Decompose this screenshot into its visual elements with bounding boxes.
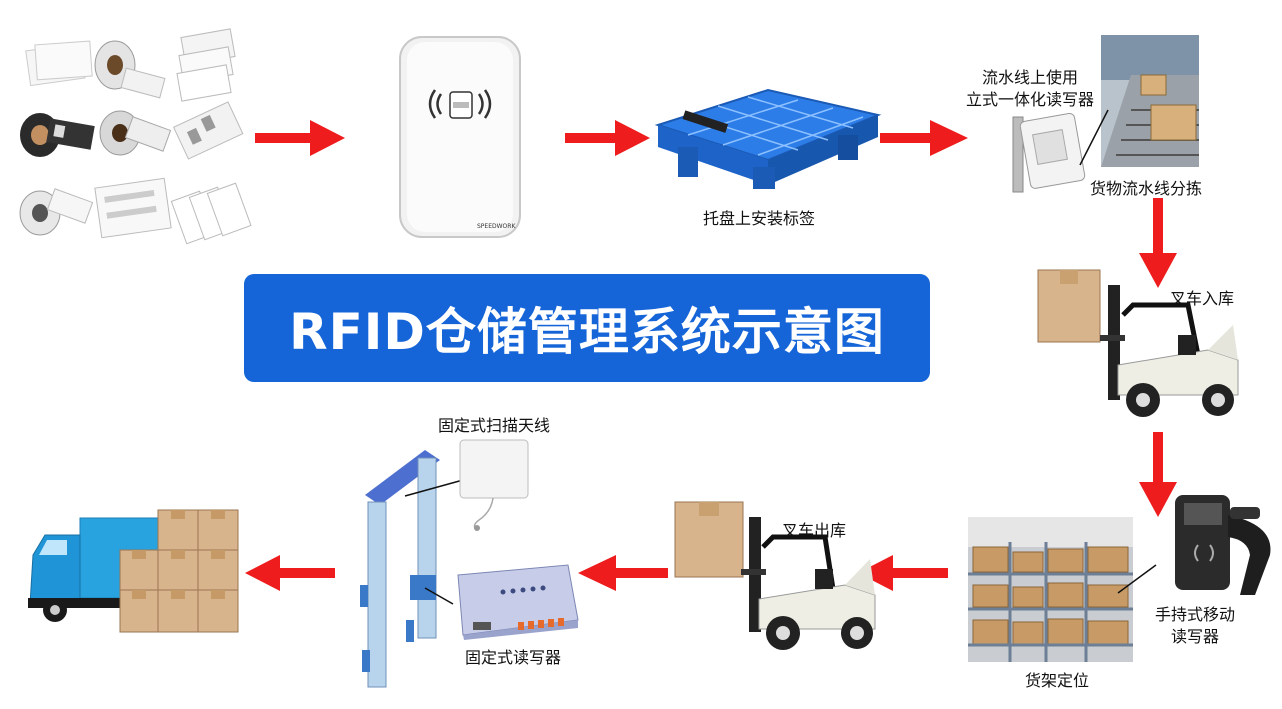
- line-reader-label-2: 立式一体化读写器: [955, 89, 1105, 111]
- line-reader-label-1: 流水线上使用: [955, 67, 1105, 89]
- conveyor-pointer-line: [1080, 110, 1110, 170]
- fixed-antenna-image: [458, 438, 533, 533]
- line-reader-label: 流水线上使用 立式一体化读写器: [955, 67, 1105, 111]
- tag-roll-dark: [20, 113, 95, 157]
- flow-arrow-right-3: [880, 118, 980, 158]
- tag-inlays: [95, 178, 171, 237]
- conveyor-photo: [1101, 35, 1199, 167]
- page-title: RFID仓储管理系统示意图: [289, 292, 885, 364]
- pallet-tag-label: 托盘上安装标签: [703, 205, 815, 229]
- flow-arrow-left-3: [245, 553, 345, 593]
- tag-cards: [26, 41, 92, 86]
- forklift-in-image: [1038, 265, 1248, 420]
- tag-white-cards: [171, 183, 251, 244]
- forklift-out-image: [675, 497, 885, 652]
- title-banner: RFID仓储管理系统示意图: [244, 274, 930, 382]
- reader-pointer-line: [425, 588, 455, 608]
- handheld-reader-image: [1160, 495, 1280, 595]
- fixed-antenna-label: 固定式扫描天线: [438, 412, 550, 436]
- handheld-label-2: 读写器: [1140, 626, 1250, 648]
- handheld-pointer-line: [1118, 565, 1158, 595]
- tag-labels: [174, 102, 243, 159]
- truck-image: [25, 510, 250, 635]
- warehouse-shelf-photo: [968, 517, 1133, 662]
- reader-brand-text: SPEEDWORK: [477, 223, 516, 230]
- flow-arrow-right-1: [255, 118, 355, 158]
- fixed-reader-label: 固定式读写器: [465, 644, 561, 668]
- handheld-label-1: 手持式移动: [1140, 604, 1250, 626]
- flow-arrow-left-2: [578, 553, 678, 593]
- desktop-reader-image: SPEEDWORK: [395, 32, 525, 242]
- handheld-label: 手持式移动 读写器: [1140, 604, 1250, 648]
- pallet-image: [648, 85, 888, 195]
- rfid-tags-image: [18, 25, 248, 250]
- tag-roll: [95, 41, 165, 98]
- fixed-reader-image: [448, 560, 583, 640]
- tag-roll-clear: [100, 111, 171, 155]
- shelf-locate-label: 货架定位: [1025, 667, 1089, 691]
- tag-card-stack: [177, 29, 235, 101]
- line-sorting-label: 货物流水线分拣: [1090, 175, 1202, 199]
- antenna-pointer-line: [405, 478, 465, 498]
- tag-roll-inlay: [20, 189, 93, 235]
